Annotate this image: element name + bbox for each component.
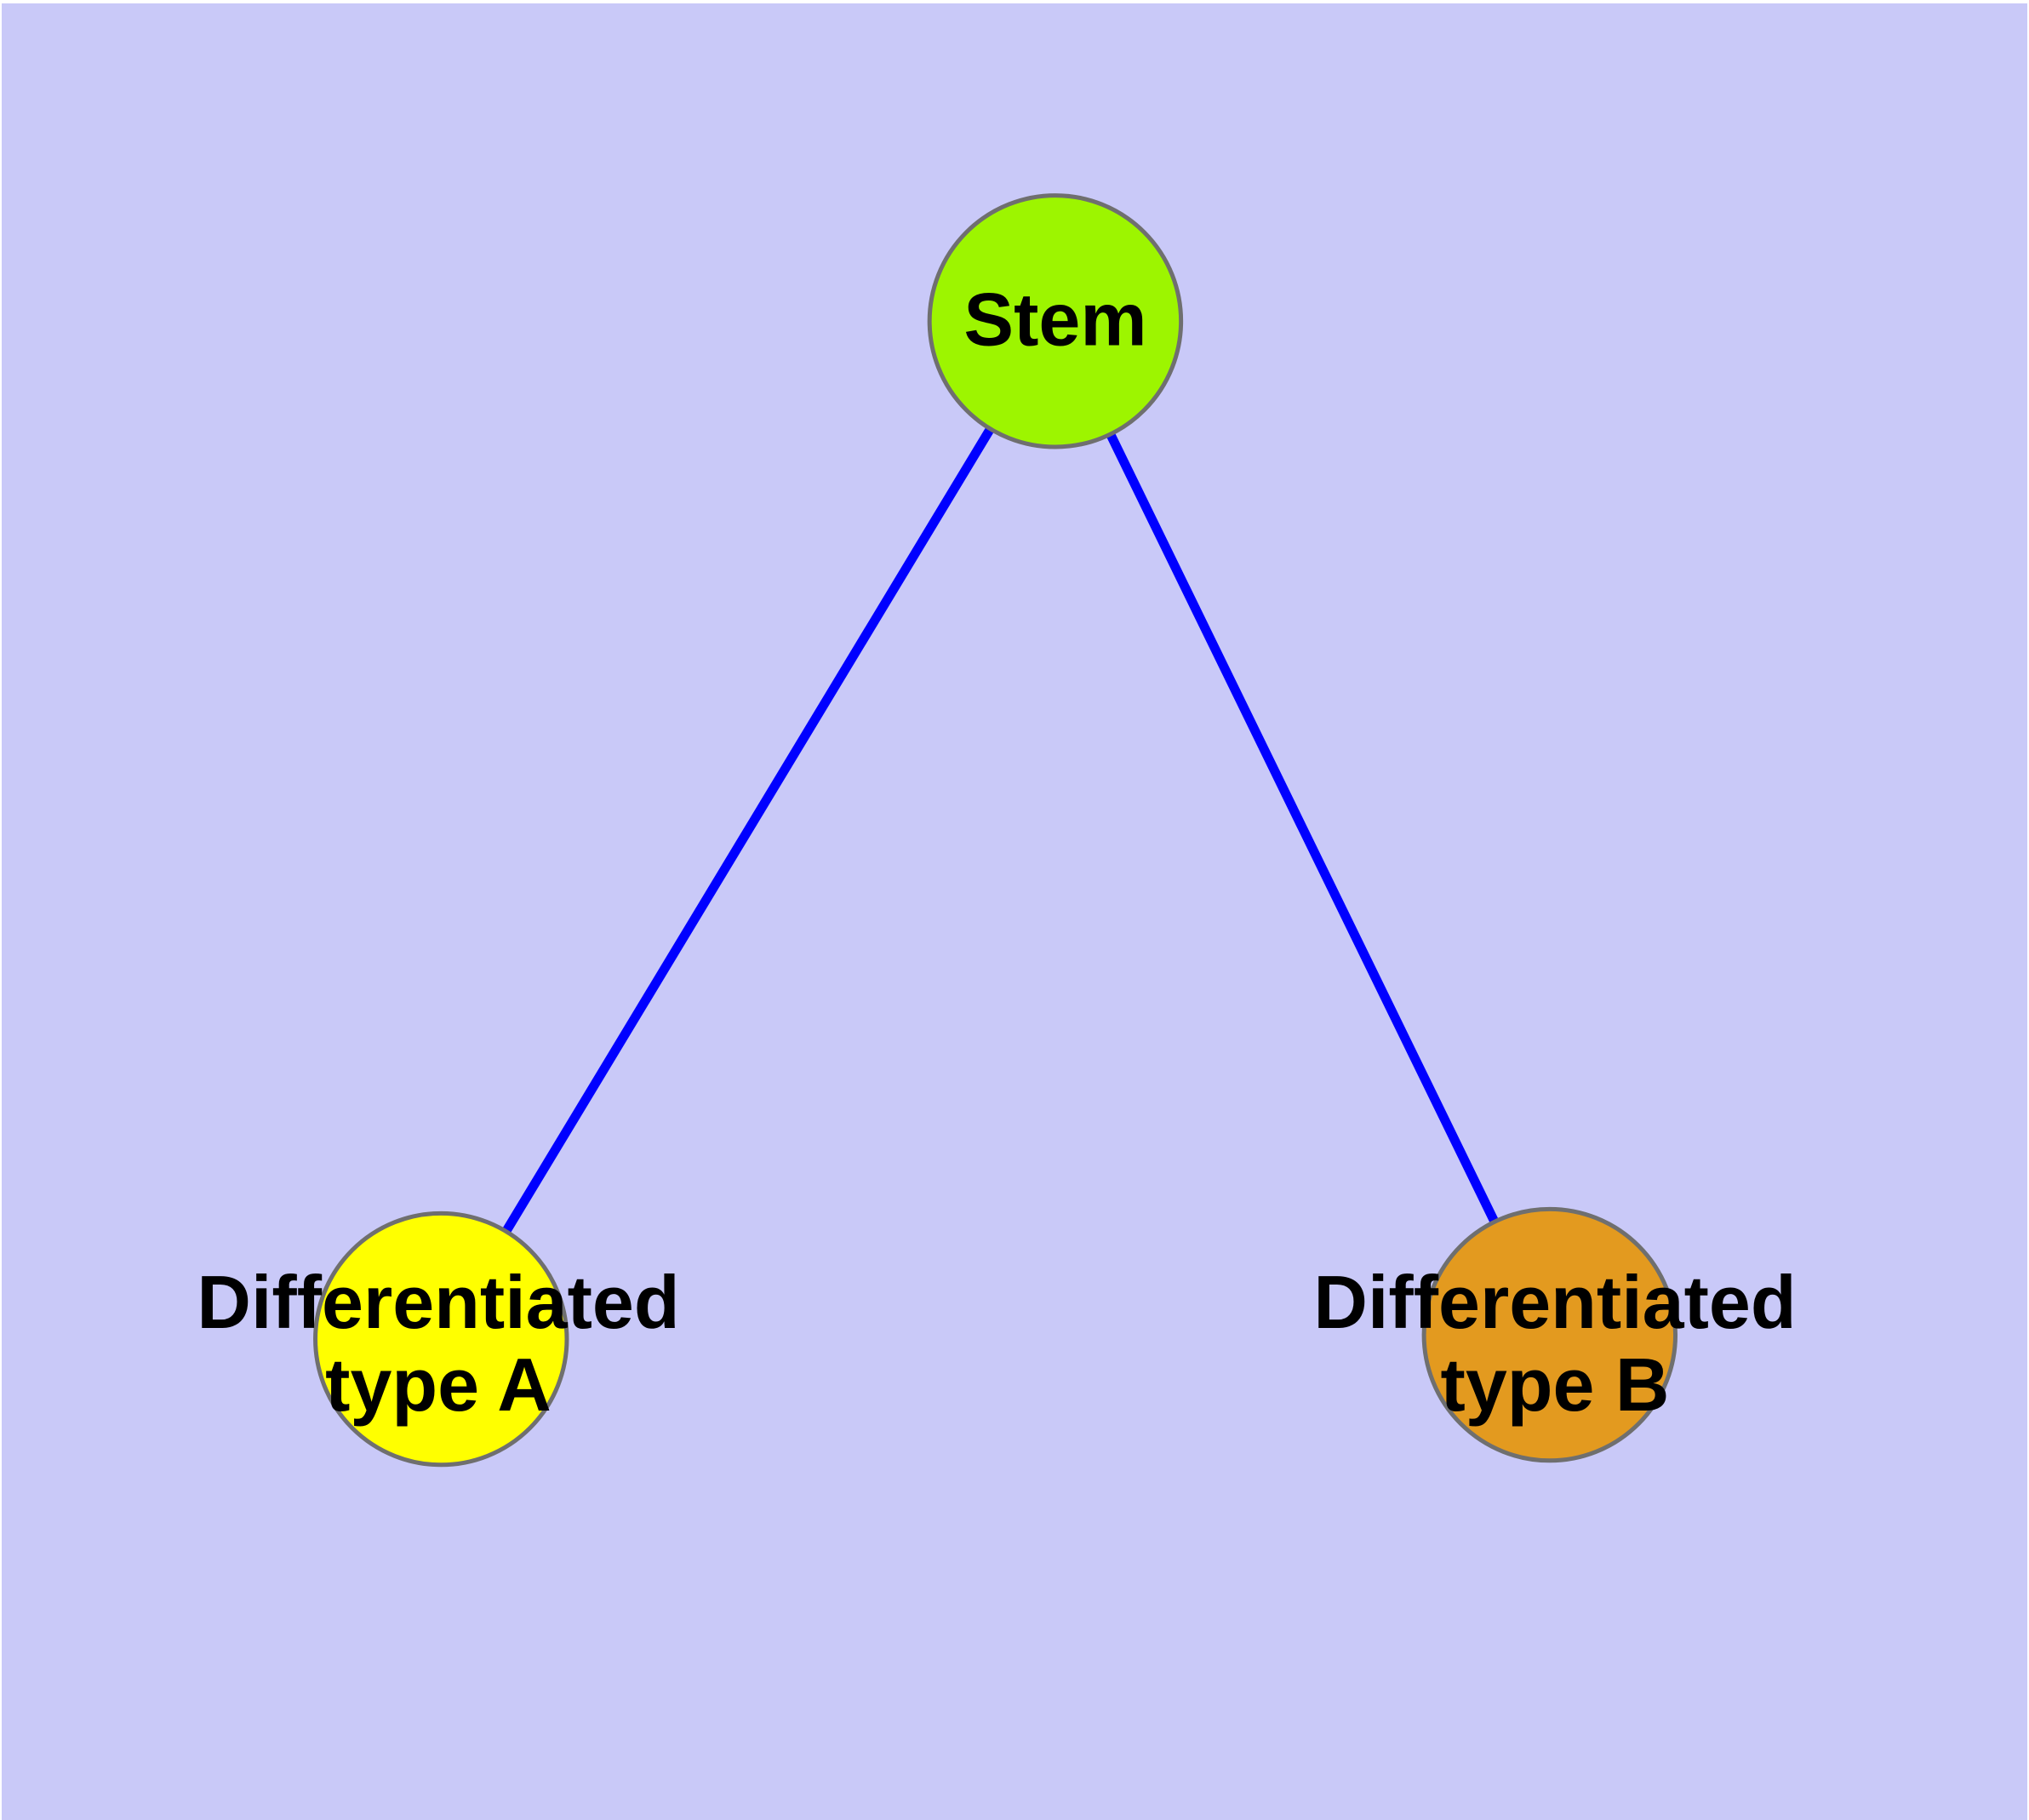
node-stem-label: Stem	[963, 277, 1147, 362]
node-type-a-circle	[313, 1210, 569, 1468]
edge-stem-to-type-b	[1050, 318, 1554, 1337]
edge-stem-to-type-a	[437, 318, 1060, 1342]
diagram-canvas: Stem Differentiated type A Differentiate…	[2, 3, 2027, 1820]
node-stem-circle	[927, 193, 1184, 449]
node-type-b-circle	[1421, 1206, 1678, 1463]
graph-svg	[313, 193, 1678, 1468]
node-type-a-label: Differentiated type A	[197, 1260, 680, 1427]
node-type-b-label: Differentiated type B	[1313, 1260, 1797, 1427]
